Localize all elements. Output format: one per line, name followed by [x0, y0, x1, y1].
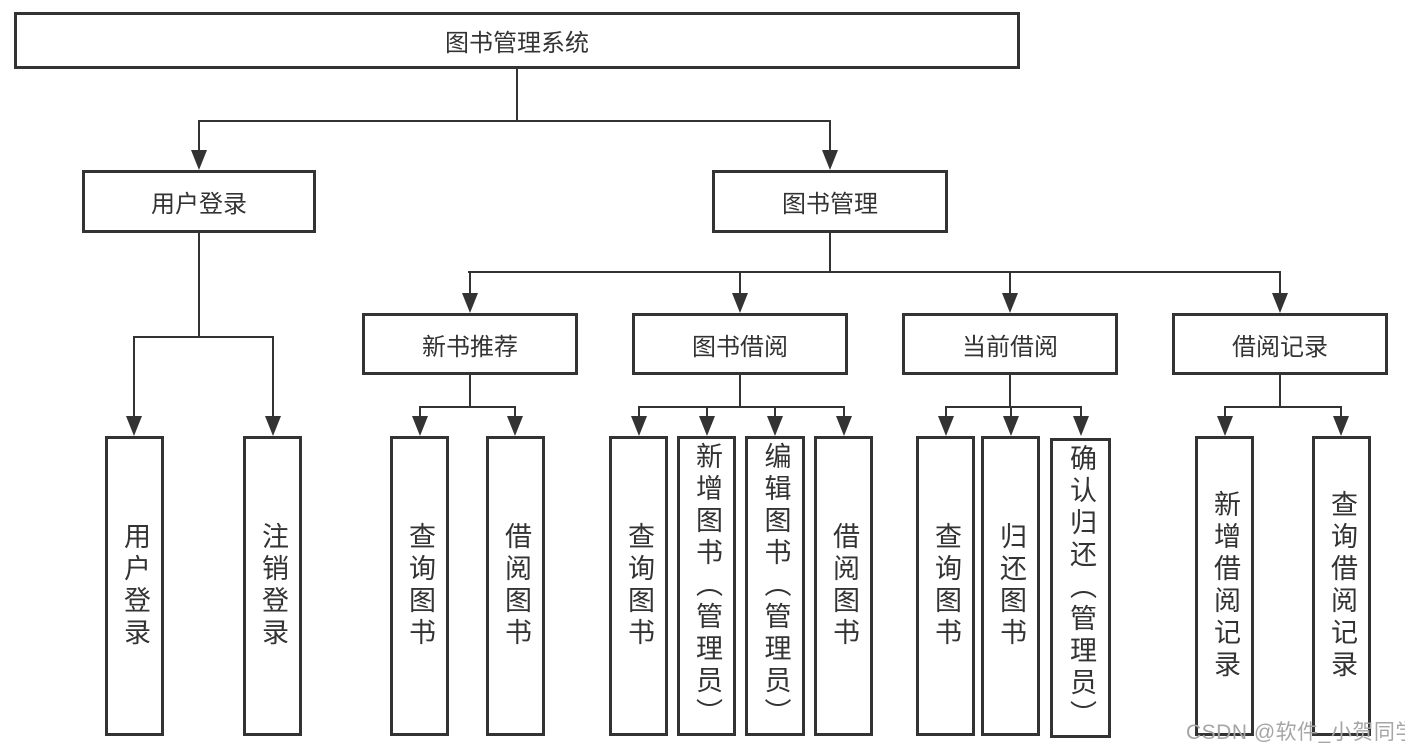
node-new-book-recommend: 新书推荐 — [362, 313, 578, 375]
arrow-down-icon — [1272, 293, 1288, 313]
connector-leaf-drop — [638, 406, 640, 416]
arrow-down-icon — [462, 293, 478, 313]
node-label: 用户登录 — [151, 191, 247, 218]
leaf-confirm-return-admin: 确认归还（管理员） — [1050, 438, 1111, 738]
connector-leaf-drop — [945, 406, 947, 416]
connector-root-drop — [516, 69, 518, 121]
connector-leaf-drop — [1224, 406, 1226, 416]
arrow-down-icon — [822, 150, 838, 170]
connector-l3-drop — [469, 271, 471, 294]
connector-l4-branch — [638, 406, 844, 408]
connector-leaf-drop — [514, 406, 516, 416]
connector-leaf-drop — [1010, 406, 1012, 416]
arrow-down-icon — [631, 416, 647, 436]
node-label: 借阅记录 — [1232, 333, 1328, 361]
connector-leaf-drop — [133, 336, 135, 416]
arrow-down-icon — [1003, 416, 1019, 436]
leaf-label: 借阅图书 — [829, 522, 859, 650]
connector-l4-branch — [419, 406, 516, 408]
leaf-user-login: 用户登录 — [105, 436, 164, 736]
arrow-down-icon — [126, 416, 142, 436]
leaf-logout: 注销登录 — [243, 436, 302, 736]
connector-leaf-drop — [419, 406, 421, 416]
connector-level2-branch — [198, 120, 831, 122]
arrow-down-icon — [412, 416, 428, 436]
arrow-down-icon — [1217, 416, 1233, 436]
connector-book-mgmt-drop — [829, 120, 831, 151]
connector-l4-down — [469, 375, 471, 407]
leaf-label: 查询图书 — [931, 522, 961, 650]
node-borrow-records: 借阅记录 — [1172, 313, 1388, 375]
node-user-login: 用户登录 — [82, 170, 316, 233]
connector-l3-drop — [1279, 271, 1281, 294]
connector-user-login-down — [198, 233, 200, 337]
leaf-label: 新增借阅记录 — [1210, 490, 1240, 682]
connector-leaf-drop — [1080, 406, 1082, 416]
node-label: 当前借阅 — [962, 333, 1058, 361]
connector-leaf-drop — [272, 336, 274, 416]
leaf-label: 用户登录 — [120, 522, 150, 650]
node-label: 图书借阅 — [692, 333, 788, 361]
arrow-down-icon — [699, 416, 715, 436]
connector-leaf-drop — [843, 406, 845, 416]
connector-level3-branch — [468, 271, 1281, 273]
node-library-system: 图书管理系统 — [14, 12, 1020, 69]
leaf-label: 查询借阅记录 — [1327, 490, 1357, 682]
leaf-return-books: 归还图书 — [981, 436, 1040, 736]
leaf-label: 借阅图书 — [501, 522, 531, 650]
leaf-query-books-current: 查询图书 — [916, 436, 975, 736]
connector-l4-branch — [945, 406, 1081, 408]
leaf-label: 查询图书 — [405, 522, 435, 650]
leaf-label: 编辑图书（管理员） — [760, 442, 791, 730]
arrow-down-icon — [836, 416, 852, 436]
node-label: 图书管理 — [782, 191, 878, 218]
arrow-down-icon — [732, 293, 748, 313]
connector-leaf-drop — [1340, 406, 1342, 416]
arrow-down-icon — [1073, 416, 1089, 436]
node-label: 图书管理系统 — [445, 30, 589, 57]
leaf-add-borrow-record: 新增借阅记录 — [1195, 436, 1254, 736]
node-book-management: 图书管理 — [712, 170, 948, 233]
connector-l4-down — [1279, 375, 1281, 407]
leaf-label: 确认归还（管理员） — [1066, 444, 1096, 732]
connector-l4-down — [1009, 375, 1011, 407]
arrow-down-icon — [1002, 293, 1018, 313]
arrow-down-icon — [1333, 416, 1349, 436]
arrow-down-icon — [191, 150, 207, 170]
node-label: 新书推荐 — [422, 333, 518, 361]
connector-user-login-drop — [198, 120, 200, 151]
csdn-watermark: CSDN @软件_小贺同学 — [1186, 721, 1405, 744]
leaf-borrow-books-borrowing: 借阅图书 — [814, 436, 873, 736]
connector-book-mgmt-down — [829, 233, 831, 272]
arrow-down-icon — [938, 416, 954, 436]
connector-leaf-drop — [774, 406, 776, 416]
arrow-down-icon — [767, 416, 783, 436]
leaf-label: 查询图书 — [624, 522, 654, 650]
connector-l3-drop — [739, 271, 741, 294]
leaf-borrow-books-recommend: 借阅图书 — [486, 436, 545, 736]
arrow-down-icon — [507, 416, 523, 436]
connector-user-login-branch — [133, 336, 274, 338]
leaf-query-books-borrowing: 查询图书 — [609, 436, 668, 736]
leaf-edit-book-admin: 编辑图书（管理员） — [745, 436, 805, 736]
leaf-label: 新增图书（管理员） — [692, 442, 722, 730]
leaf-query-books-recommend: 查询图书 — [390, 436, 449, 736]
connector-l4-branch — [1224, 406, 1342, 408]
connector-l3-drop — [1009, 271, 1011, 294]
leaf-label: 注销登录 — [258, 522, 288, 650]
connector-leaf-drop — [706, 406, 708, 416]
leaf-label: 归还图书 — [996, 522, 1026, 650]
node-book-borrowing: 图书借阅 — [632, 313, 848, 375]
leaf-query-borrow-record: 查询借阅记录 — [1312, 436, 1371, 736]
node-current-borrowing: 当前借阅 — [902, 313, 1118, 375]
connector-l4-down — [739, 375, 741, 407]
leaf-add-book-admin: 新增图书（管理员） — [677, 436, 736, 736]
arrow-down-icon — [265, 416, 281, 436]
